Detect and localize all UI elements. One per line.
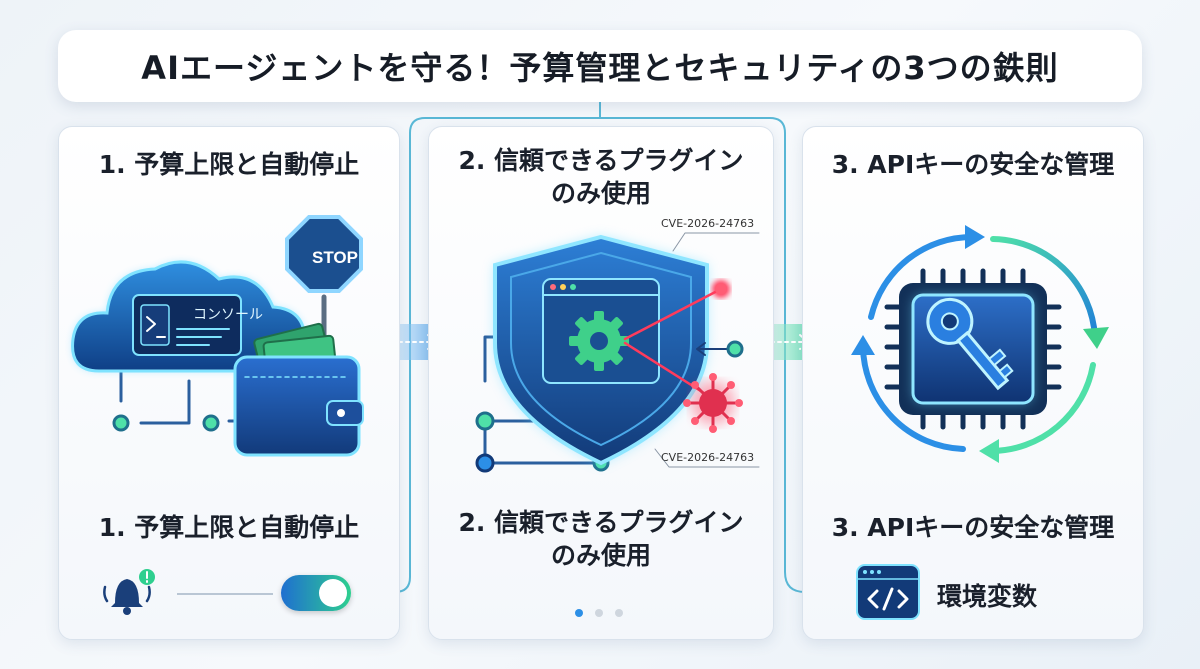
panel-2-heading: 2. 信頼できるプラグイン のみ使用	[429, 145, 773, 210]
code-brackets-icon	[856, 564, 920, 620]
panel-2-footer-line1: 2. 信頼できるプラグイン	[458, 508, 744, 537]
alert-bell-icon	[103, 569, 155, 615]
pagination-dot-active[interactable]	[575, 609, 583, 617]
title-bar: AIエージェントを守る！予算管理とセキュリティの3つの鉄則	[58, 30, 1142, 102]
panel-2-footer-line2: のみ使用	[550, 540, 651, 570]
panel-2-heading-line2: のみ使用	[550, 178, 651, 208]
api-key-chip-illustration	[851, 225, 1109, 463]
divider-line	[177, 593, 273, 595]
panel-3-footer: 3. APIキーの安全な管理	[831, 513, 1115, 542]
cve-label-top: CVE-2026-24763	[661, 217, 755, 230]
cve-label-bottom: CVE-2026-24763	[661, 451, 755, 464]
console-label: コンソール	[193, 307, 263, 323]
plugin-shield-illustration	[475, 232, 760, 473]
panel-plugins: 2. 信頼できるプラグイン のみ使用	[428, 126, 774, 640]
budget-illustration	[71, 215, 364, 457]
panel-3-heading: 3. APIキーの安全な管理	[831, 150, 1115, 179]
toggle-knob	[319, 579, 347, 607]
auto-stop-toggle[interactable]	[281, 575, 351, 611]
env-variables-label: 環境変数	[937, 582, 1038, 611]
panel-budget: 1. 予算上限と自動停止 STOP コンソール 1. 予算上限と自動停	[58, 126, 400, 640]
panel-2-heading-line1: 2. 信頼できるプラグイン	[458, 146, 744, 175]
pagination-dot[interactable]	[615, 609, 623, 617]
pagination-dot[interactable]	[595, 609, 603, 617]
page-title: AIエージェントを守る！予算管理とセキュリティの3つの鉄則	[141, 49, 1059, 87]
panel-2-footer: 2. 信頼できるプラグイン のみ使用	[429, 507, 773, 572]
panel-api-keys: 3. APIキーの安全な管理	[802, 126, 1144, 640]
stop-sign-label: STOP	[312, 248, 358, 267]
panel-1-heading: 1. 予算上限と自動停止	[98, 150, 360, 179]
panel-1-footer: 1. 予算上限と自動停止	[98, 513, 360, 542]
